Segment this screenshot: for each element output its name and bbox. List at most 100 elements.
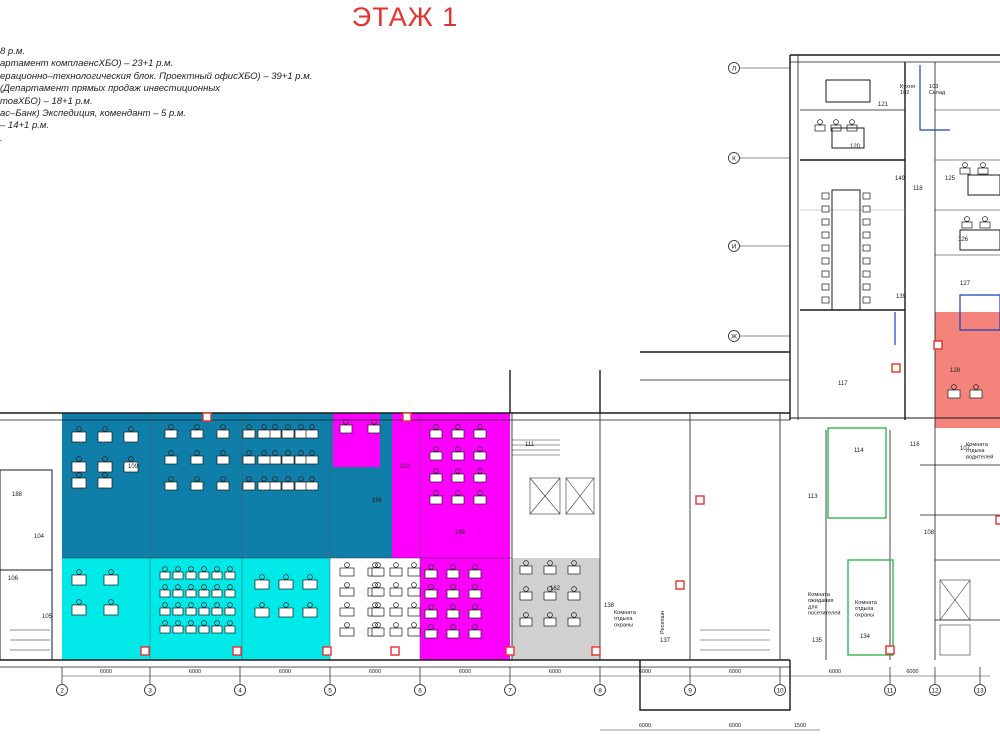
room-number: 105 bbox=[42, 614, 53, 620]
workstation bbox=[302, 602, 318, 618]
workstation bbox=[371, 582, 385, 597]
workstation bbox=[190, 424, 204, 439]
dimension-label: 6000 bbox=[369, 669, 381, 675]
workstation bbox=[446, 584, 460, 599]
dimension-label: 6000 bbox=[729, 669, 741, 675]
axis-label: 13 bbox=[976, 688, 984, 695]
workstation bbox=[446, 564, 460, 579]
workstation bbox=[407, 622, 421, 637]
room-number: 120 bbox=[850, 144, 861, 150]
axis-label: 9 bbox=[688, 688, 692, 695]
workstation bbox=[424, 604, 438, 619]
workstation bbox=[185, 566, 197, 580]
workstation bbox=[969, 384, 983, 399]
workstation bbox=[254, 602, 270, 618]
fire-marker bbox=[390, 646, 400, 656]
workstation bbox=[71, 569, 87, 586]
legend-line: ерационно–технологическия блок. Проектны… bbox=[0, 70, 313, 82]
chair bbox=[862, 283, 871, 291]
axis-label: 11 bbox=[887, 688, 894, 695]
axis-bubble bbox=[56, 684, 68, 696]
axis-bubble bbox=[774, 684, 786, 696]
zone-salmon bbox=[935, 312, 1000, 428]
workstation bbox=[814, 119, 826, 132]
workstation bbox=[224, 584, 236, 598]
workstation bbox=[216, 450, 230, 465]
chair bbox=[862, 192, 871, 200]
legend-line: ас–Банк) Экспедиция, комендант – 5 р.м. bbox=[0, 108, 187, 120]
room-number: 128 bbox=[950, 368, 961, 374]
axis-bubble bbox=[728, 330, 740, 342]
room-number: 189 bbox=[455, 530, 466, 536]
dimension-label: 6000 bbox=[459, 669, 471, 675]
workstation bbox=[211, 620, 223, 634]
workstation bbox=[224, 620, 236, 634]
room-number: 134 bbox=[860, 634, 871, 640]
room-numbers: 188 104 105 106 109 110 111 162 186 189 … bbox=[8, 102, 971, 644]
workstation bbox=[172, 602, 184, 616]
workstation bbox=[172, 566, 184, 580]
fire-marker bbox=[232, 646, 242, 656]
fire-marker bbox=[505, 646, 515, 656]
workstation bbox=[468, 604, 482, 619]
workstation bbox=[339, 419, 353, 434]
room-number: 139 bbox=[896, 294, 907, 300]
workstation bbox=[424, 584, 438, 599]
workstation bbox=[281, 450, 295, 465]
workstation bbox=[305, 424, 319, 439]
room-number: 113 bbox=[808, 494, 818, 500]
chair bbox=[862, 218, 871, 226]
axis-label: Ж bbox=[731, 334, 737, 341]
fire-marker bbox=[675, 580, 685, 590]
axis-label: 2 bbox=[60, 688, 64, 695]
chair bbox=[862, 205, 871, 213]
room-number: 126 bbox=[958, 237, 969, 243]
chair bbox=[821, 231, 830, 239]
legend-line: 8 р.м. bbox=[0, 46, 25, 57]
workstation bbox=[305, 450, 319, 465]
workstation bbox=[254, 574, 270, 590]
workstation bbox=[959, 162, 971, 175]
fire-marker bbox=[891, 363, 901, 373]
workstation bbox=[389, 582, 403, 597]
conference-chairs bbox=[821, 192, 871, 304]
workstation bbox=[164, 424, 178, 439]
workstation bbox=[407, 582, 421, 597]
workstation bbox=[339, 622, 355, 637]
workstation bbox=[71, 472, 87, 489]
dimension-label: 6000 bbox=[639, 669, 651, 675]
workstation bbox=[451, 446, 465, 461]
legend-block: 8 р.м. артамент комплаенсХБО) – 23+1 р.м… bbox=[0, 46, 400, 145]
workstation bbox=[257, 450, 271, 465]
axis-label: 7 bbox=[508, 688, 512, 695]
workstation bbox=[278, 574, 294, 590]
chair bbox=[821, 257, 830, 265]
workstation bbox=[371, 562, 385, 577]
green-rooms bbox=[827, 427, 894, 656]
axis-label: 8 bbox=[598, 688, 602, 695]
axis-bubble bbox=[234, 684, 246, 696]
room-number: 125 bbox=[945, 176, 956, 182]
chair bbox=[862, 257, 871, 265]
workstation bbox=[961, 216, 973, 229]
room-number: 118 bbox=[913, 186, 923, 192]
axis-bubble bbox=[929, 684, 941, 696]
workstation bbox=[543, 586, 557, 601]
desk-clusters bbox=[71, 119, 991, 639]
workstation bbox=[305, 476, 319, 491]
workstation bbox=[468, 624, 482, 639]
room-number: 114 bbox=[854, 448, 864, 454]
axis-label: 4 bbox=[238, 688, 242, 695]
workstation bbox=[389, 602, 403, 617]
left-rooms bbox=[0, 469, 53, 661]
room-number: 109 bbox=[128, 464, 139, 470]
workstation bbox=[429, 490, 443, 505]
axis-label: 6 bbox=[418, 688, 422, 695]
workstation bbox=[224, 602, 236, 616]
axis-bubble bbox=[594, 684, 606, 696]
legend-line: (Департамент прямых продаж инвестиционны… bbox=[0, 83, 221, 95]
